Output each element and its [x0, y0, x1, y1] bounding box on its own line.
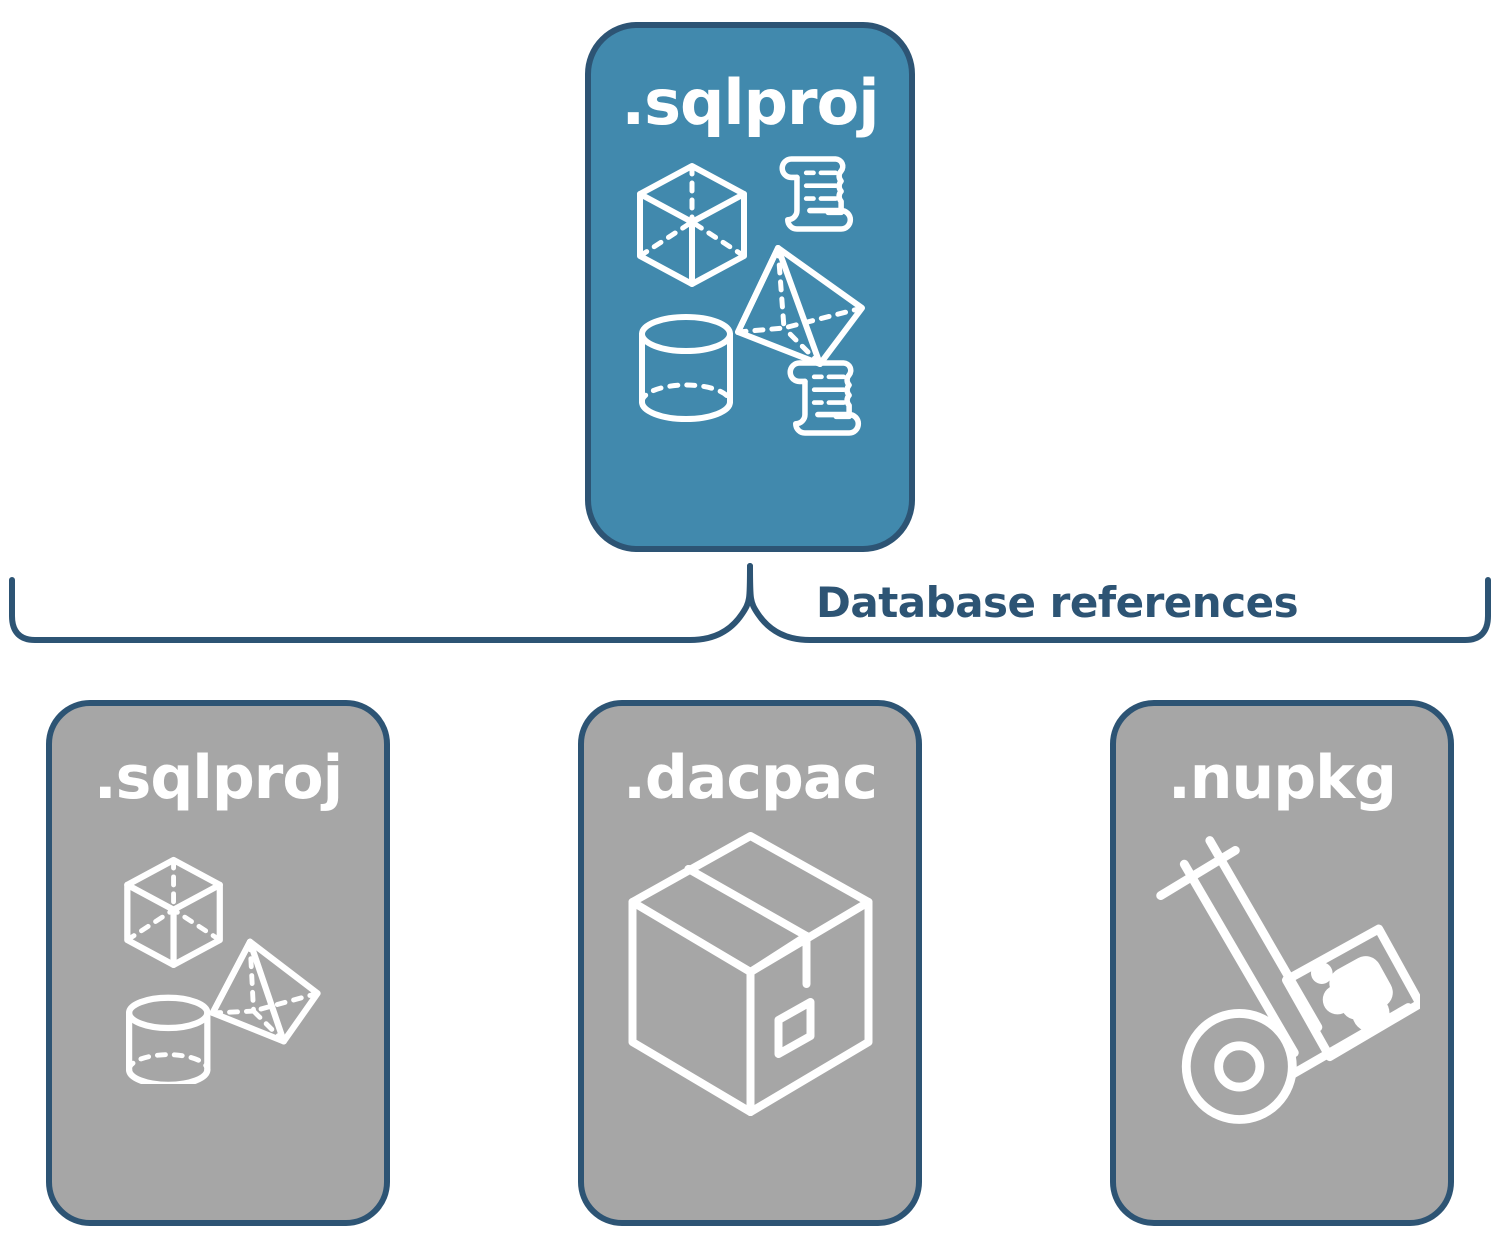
wireframe-cube-icon: [637, 163, 747, 287]
wireframe-cylinder-icon: [639, 314, 733, 422]
wireframe-cube-icon: [124, 856, 223, 968]
root-icon-group: [637, 156, 865, 436]
nuget-glyph: [1310, 956, 1393, 1033]
scroll-icon: [787, 360, 862, 436]
hand-truck-package-icon: [1155, 836, 1420, 1124]
card-artwork: [52, 808, 384, 1220]
cardboard-box-icon: [628, 832, 872, 1116]
wireframe-pyramid-icon: [209, 938, 321, 1045]
wireframe-pyramid-icon: [735, 245, 865, 367]
connector-label-database-references: Database references: [816, 578, 1299, 627]
node-card-ref-sqlproj[interactable]: .sqlproj: [46, 700, 390, 1226]
card-title: .dacpac: [623, 743, 878, 813]
brace-left-half: [9, 563, 753, 643]
node-card-root-sqlproj[interactable]: .sqlproj: [585, 22, 915, 552]
card-title: .sqlproj: [93, 743, 343, 813]
ref-sqlproj-icon-group: [124, 856, 321, 1084]
node-card-ref-dacpac[interactable]: .dacpac: [578, 700, 922, 1226]
card-title: .sqlproj: [621, 66, 880, 139]
card-artwork: [1116, 808, 1448, 1220]
scroll-icon: [779, 156, 854, 232]
card-title: .nupkg: [1167, 743, 1397, 813]
node-card-ref-nupkg[interactable]: .nupkg: [1110, 700, 1454, 1226]
card-artwork: [584, 808, 916, 1220]
wireframe-cylinder-icon: [126, 994, 211, 1084]
card-artwork: [591, 134, 909, 546]
